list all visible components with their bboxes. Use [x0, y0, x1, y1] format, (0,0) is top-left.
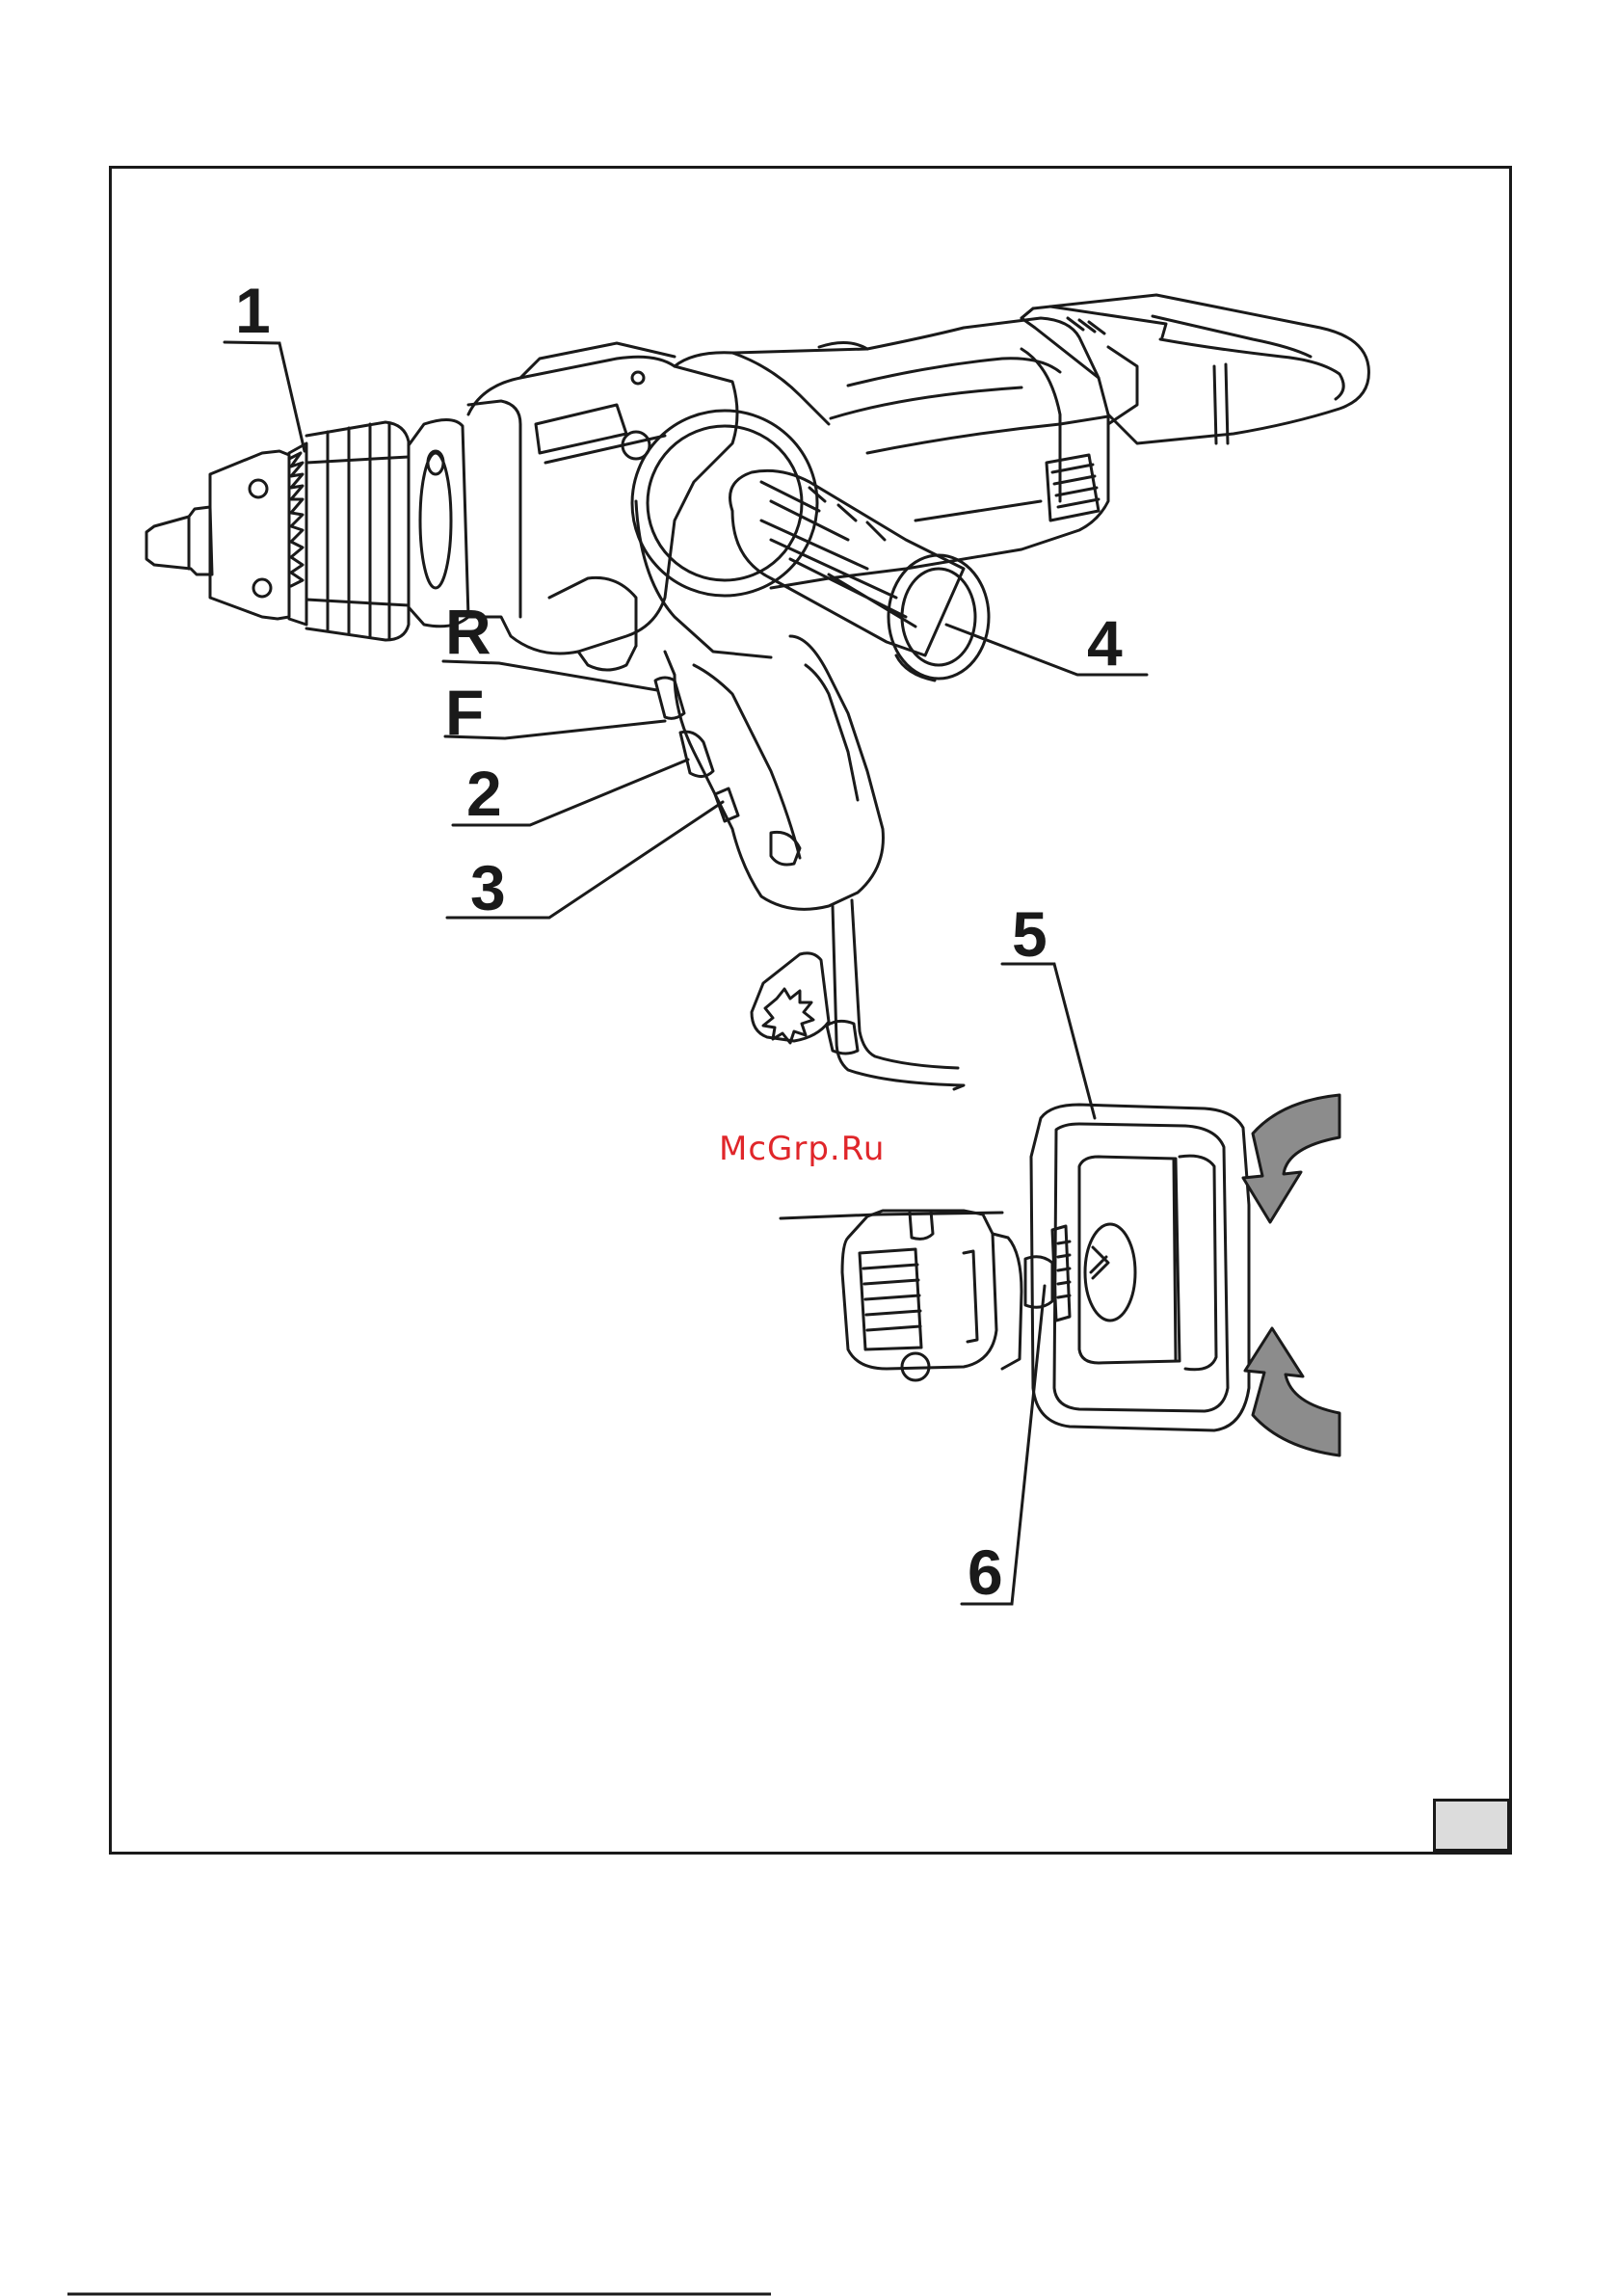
callout-3: 3	[470, 852, 506, 923]
power-cord	[827, 900, 964, 1089]
leader-5	[1002, 964, 1095, 1118]
page-number-box	[1433, 1799, 1510, 1852]
pistol-grip	[655, 636, 883, 909]
callout-4: 4	[1087, 607, 1123, 679]
rotation-arrows	[1243, 1095, 1339, 1455]
callout-R: R	[445, 596, 491, 667]
callout-5: 5	[1012, 898, 1048, 970]
callout-F: F	[445, 677, 484, 748]
drill-chuck	[146, 419, 468, 640]
watermark-text: McGrp.Ru	[719, 1130, 885, 1168]
callout-2: 2	[466, 758, 502, 829]
callout-1: 1	[235, 275, 271, 346]
drill-gearbox	[468, 343, 737, 670]
chuck-key	[752, 953, 829, 1043]
detail-housing	[781, 1211, 1021, 1380]
leader-1	[225, 342, 305, 451]
callout-6: 6	[968, 1536, 1003, 1608]
clamp-ring	[1025, 1105, 1249, 1430]
